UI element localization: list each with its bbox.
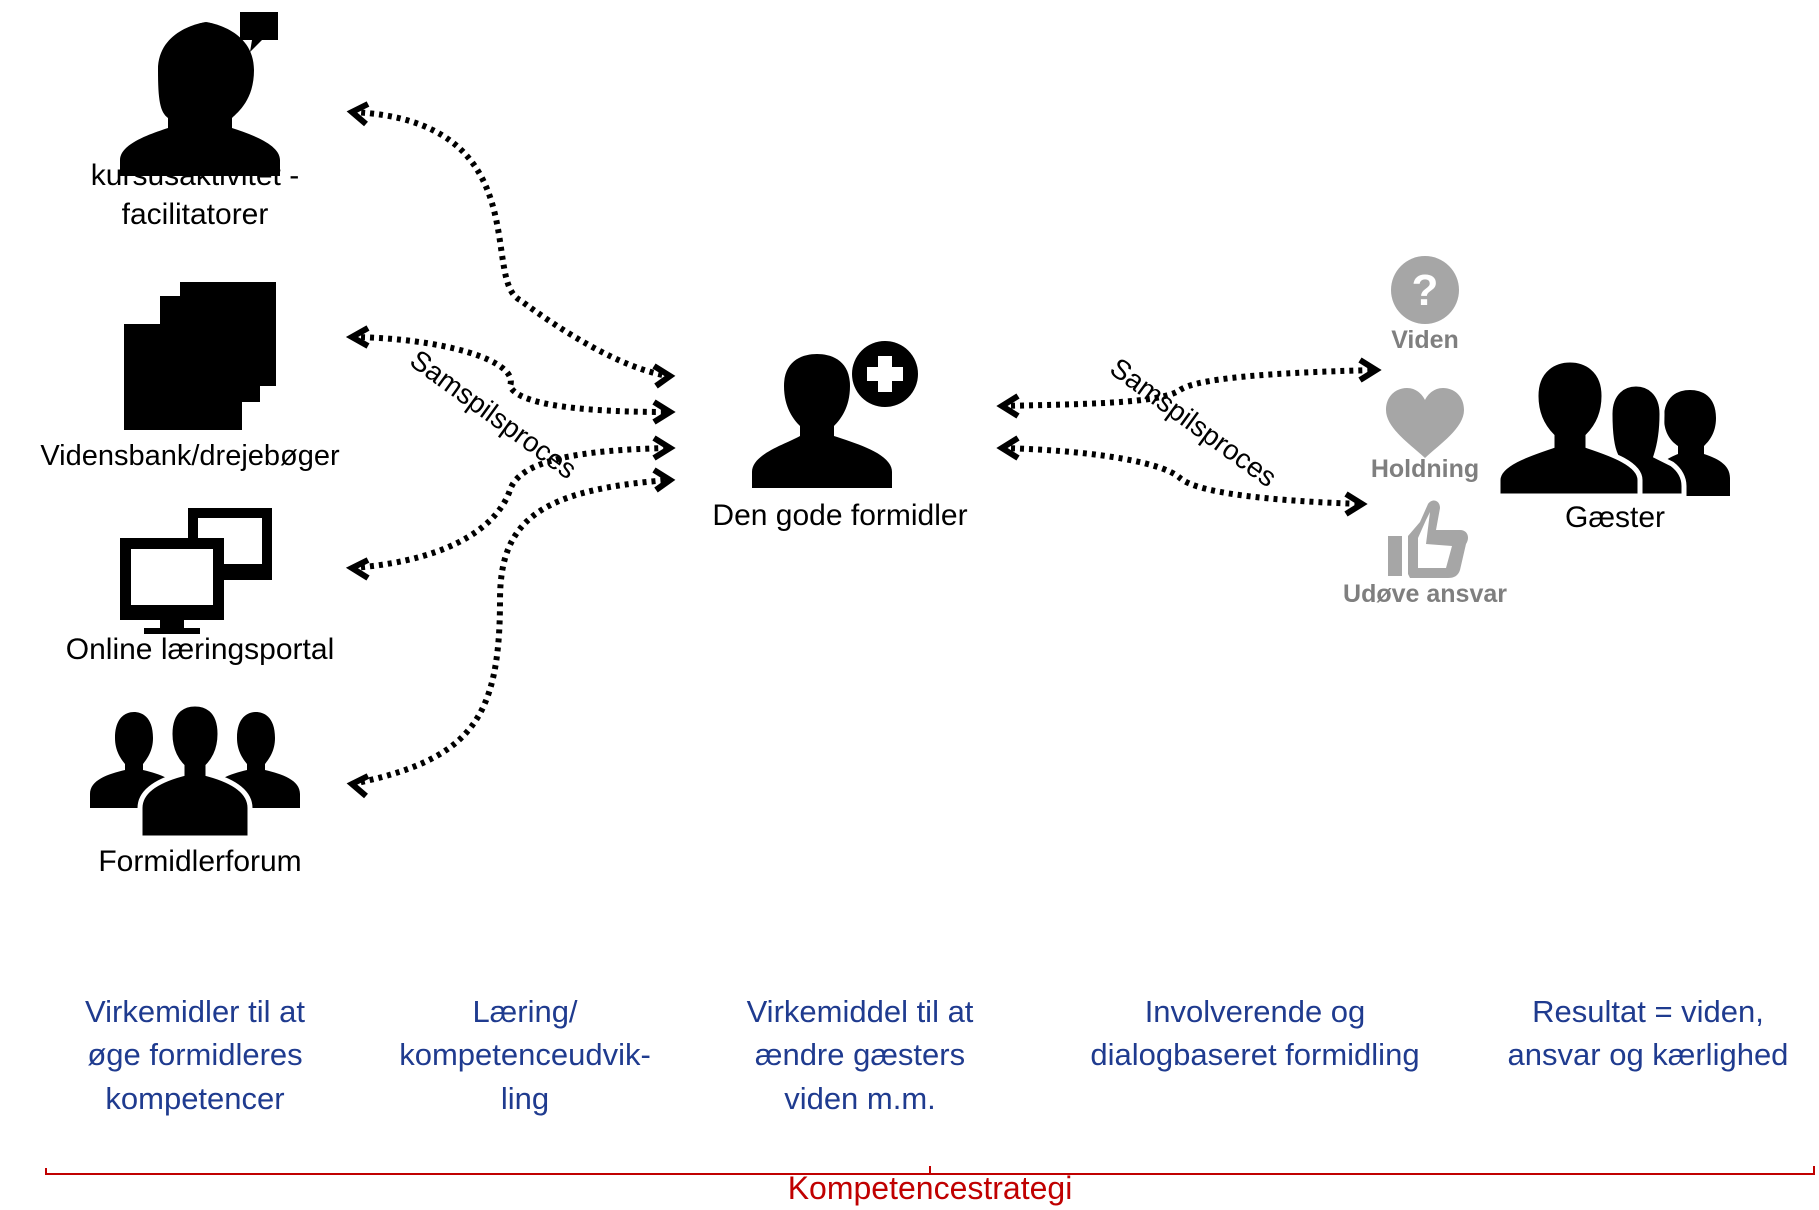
column-3-line3: viden m.m. — [784, 1080, 936, 1116]
source-videnbank-label: Vidensbank/drejebøger — [40, 440, 340, 472]
column-1-text: Virkemidler til at øge formidleres kompe… — [40, 990, 350, 1120]
column-1-line1: Virkemidler til at — [85, 994, 305, 1029]
kursus-line1: kursusaktivitet - — [90, 159, 300, 192]
svg-text:?: ? — [1412, 266, 1439, 315]
column-2-text: Læring/ kompetenceudvik- ling — [370, 990, 680, 1120]
column-2-line3: ling — [500, 1080, 550, 1116]
column-4-line2: dialogbaseret formidling — [1090, 1037, 1420, 1073]
kursus-line2: facilitatorer — [121, 198, 269, 231]
column-3-line1: Virkemiddel til at — [746, 994, 974, 1029]
column-4-text: Involverende og dialogbaseret formidling — [1045, 990, 1465, 1077]
documents-stack-icon — [124, 282, 276, 430]
guests-label: Gæster — [1564, 501, 1666, 534]
outcome-holdning-label: Holdning — [1370, 455, 1480, 483]
thumbs-up-icon — [1388, 500, 1468, 578]
question-icon: ? — [1391, 256, 1459, 324]
left-connection-arcs — [351, 109, 669, 787]
formidler-person-icon — [752, 341, 918, 488]
source-kursus-label: kursusaktivitet - facilitatorer — [40, 156, 350, 234]
right-arrowheads — [996, 357, 1382, 517]
column-1-line3: kompetencer — [105, 1080, 285, 1116]
column-5-line2: ansvar og kærlighed — [1507, 1037, 1789, 1073]
guests-group-icon — [1495, 357, 1730, 499]
speaker-person-icon — [120, 12, 280, 176]
process-label-right: Samspilsproces — [1104, 352, 1282, 493]
forum-group-icon — [90, 701, 300, 841]
column-5-line1: Resultat = viden, — [1532, 994, 1764, 1029]
center-formidler-label: Den gode formidler — [712, 499, 968, 532]
column-2-line2: kompetenceudvik- — [399, 1037, 651, 1073]
column-4-line1: Involverende og — [1144, 994, 1366, 1029]
column-5-text: Resultat = viden, ansvar og kærlighed — [1480, 990, 1816, 1077]
source-forum-label: Formidlerforum — [98, 845, 302, 878]
column-2-line1: Læring/ — [472, 994, 578, 1029]
computer-monitors-icon — [120, 508, 272, 634]
column-1-line2: øge formidleres — [87, 1037, 303, 1073]
kompetencestrategi-bracket — [45, 1166, 1815, 1175]
column-3-line2: ændre gæsters — [754, 1037, 966, 1073]
kompetencestrategi-label: Kompetencestrategi — [787, 1170, 1073, 1206]
left-arrowheads — [345, 101, 676, 799]
outcome-ansvar-label: Udøve ansvar — [1343, 580, 1507, 608]
heart-icon — [1386, 388, 1464, 458]
column-3-text: Virkemiddel til at ændre gæsters viden m… — [700, 990, 1020, 1120]
outcome-viden-label: Viden — [1391, 326, 1459, 354]
right-connection-arcs — [1001, 367, 1375, 507]
source-online-label: Online læringsportal — [65, 633, 335, 666]
